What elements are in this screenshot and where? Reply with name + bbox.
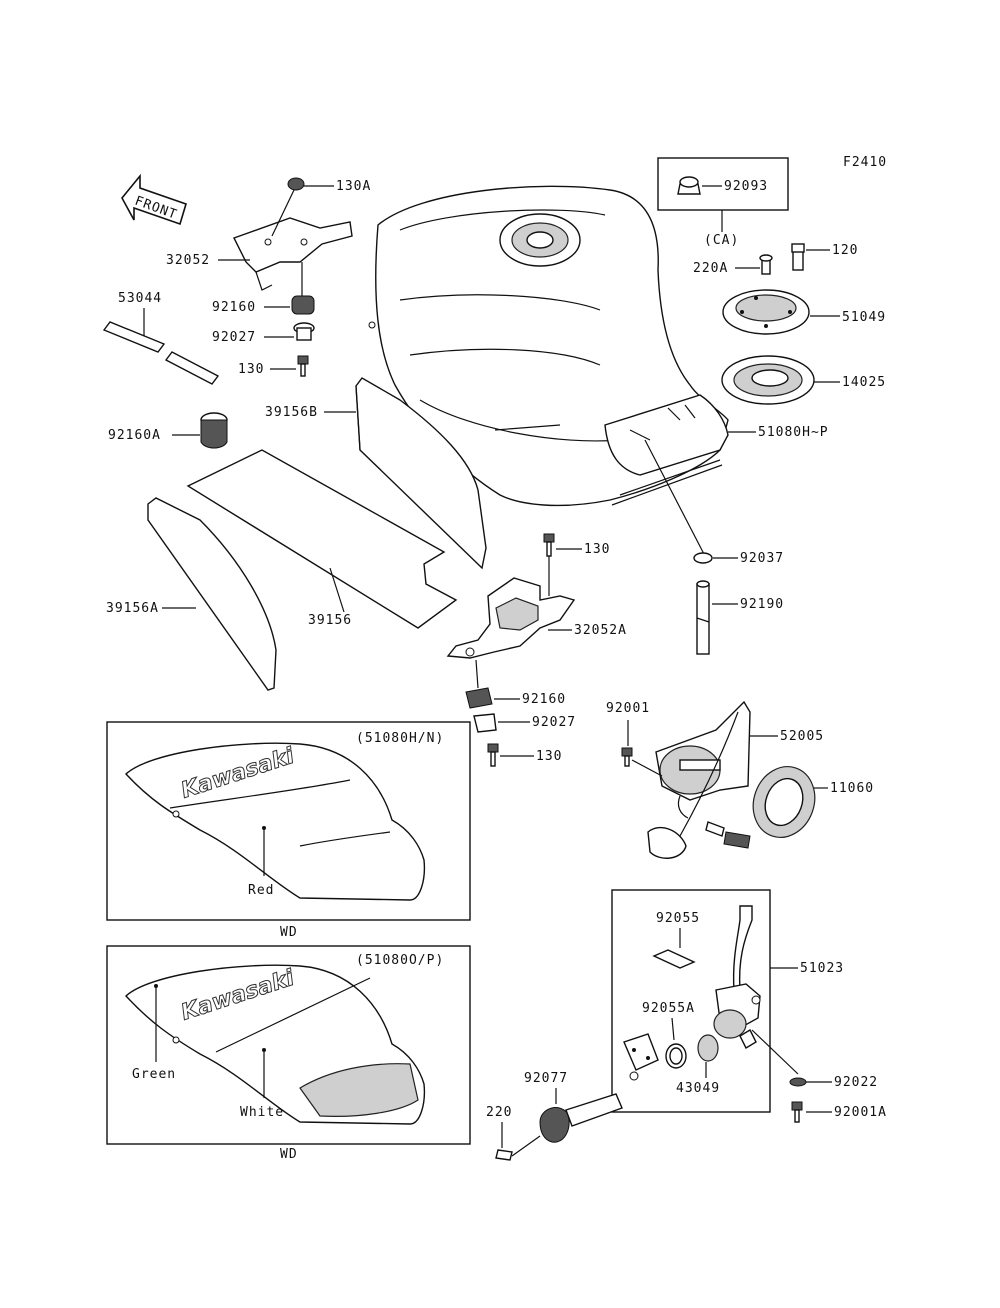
label-92027: 92027 bbox=[212, 330, 256, 345]
label-130-center: 130 bbox=[584, 542, 610, 557]
cap-92093 bbox=[677, 176, 701, 195]
bolt-130a bbox=[287, 177, 305, 191]
filter-43049 bbox=[697, 1034, 719, 1062]
label-51049: 51049 bbox=[842, 310, 886, 325]
label-130: 130 bbox=[238, 362, 264, 377]
label-39156a: 39156A bbox=[106, 601, 159, 616]
inset1-footer: WD bbox=[280, 925, 298, 940]
bracket-32052a bbox=[446, 577, 576, 659]
label-220a: 220A bbox=[693, 261, 728, 276]
hose-92190 bbox=[696, 580, 710, 655]
fuel-tank bbox=[368, 185, 729, 507]
figure-code: F2410 bbox=[843, 155, 887, 170]
ca-note: (CA) bbox=[704, 233, 739, 248]
damper-92160a bbox=[200, 412, 228, 449]
grommet-92160 bbox=[291, 295, 315, 315]
label-39156: 39156 bbox=[308, 613, 352, 628]
collar-92027-center bbox=[473, 713, 497, 733]
label-52005: 52005 bbox=[780, 729, 824, 744]
label-92001: 92001 bbox=[606, 701, 650, 716]
label-51080hp: 51080H~P bbox=[758, 425, 829, 440]
front-arrow-icon: FRONT bbox=[121, 173, 187, 226]
oring-92055a bbox=[665, 1043, 687, 1069]
gasket-92055 bbox=[652, 949, 696, 969]
label-92037: 92037 bbox=[740, 551, 784, 566]
label-120: 120 bbox=[832, 243, 858, 258]
pad-39156a bbox=[147, 497, 277, 691]
collar-92027 bbox=[293, 322, 315, 341]
inset2-title: (51080O/P) bbox=[356, 953, 444, 968]
tank-cover-red: Kawasaki bbox=[125, 742, 426, 901]
label-92055: 92055 bbox=[656, 911, 700, 926]
label-51023: 51023 bbox=[800, 961, 844, 976]
washer-92022 bbox=[789, 1077, 807, 1087]
label-92190: 92190 bbox=[740, 597, 784, 612]
pad-39156b bbox=[355, 377, 487, 570]
lever-92077 bbox=[539, 1071, 639, 1143]
strip-53044 bbox=[102, 321, 220, 385]
fuel-cap-51049 bbox=[722, 289, 810, 335]
label-130-lower: 130 bbox=[536, 749, 562, 764]
label-32052a: 32052A bbox=[574, 623, 627, 638]
inset2-footer: WD bbox=[280, 1147, 298, 1162]
ca-box bbox=[657, 157, 789, 211]
bolt-130-lower bbox=[487, 743, 499, 767]
label-53044: 53044 bbox=[118, 291, 162, 306]
label-92160-center: 92160 bbox=[522, 692, 566, 707]
tank-cover-green-white: Kawasaki bbox=[125, 964, 426, 1125]
inset1-title: (51080H/N) bbox=[356, 731, 444, 746]
sender-52005 bbox=[647, 700, 751, 859]
cover-plate bbox=[623, 1033, 659, 1071]
bolt-130-center bbox=[543, 533, 555, 557]
gasket-11060 bbox=[752, 766, 816, 838]
inset2-color-green: Green bbox=[132, 1067, 176, 1082]
label-14025: 14025 bbox=[842, 375, 886, 390]
label-92077: 92077 bbox=[524, 1071, 568, 1086]
label-92160a: 92160A bbox=[108, 428, 161, 443]
fuel-cock-51023 bbox=[713, 905, 761, 1049]
screw-220a bbox=[759, 254, 773, 275]
label-39156b: 39156B bbox=[265, 405, 318, 420]
label-32052: 32052 bbox=[166, 253, 210, 268]
screw-220 bbox=[495, 1135, 541, 1161]
ring-14025 bbox=[721, 355, 815, 405]
label-92093: 92093 bbox=[724, 179, 768, 194]
grommet-92160-center bbox=[465, 687, 493, 709]
fuel-cock-box bbox=[611, 889, 771, 1113]
inset-51080hn bbox=[106, 721, 471, 921]
label-92160: 92160 bbox=[212, 300, 256, 315]
inset2-color-white: White bbox=[240, 1105, 284, 1120]
pad-39156 bbox=[186, 449, 458, 629]
label-92055a: 92055A bbox=[642, 1001, 695, 1016]
clip-92037 bbox=[693, 552, 713, 564]
label-220: 220 bbox=[486, 1105, 512, 1120]
label-130a: 130A bbox=[336, 179, 371, 194]
inset-51080op bbox=[106, 945, 471, 1145]
inset1-color-red: Red bbox=[248, 883, 274, 898]
label-92001a: 92001A bbox=[834, 1105, 887, 1120]
label-43049: 43049 bbox=[676, 1081, 720, 1096]
label-11060: 11060 bbox=[830, 781, 874, 796]
screw-92001a bbox=[791, 1101, 803, 1123]
bolt-120 bbox=[791, 243, 805, 271]
label-92022: 92022 bbox=[834, 1075, 878, 1090]
label-92027-center: 92027 bbox=[532, 715, 576, 730]
bracket-32052 bbox=[233, 217, 353, 291]
bolt-130 bbox=[297, 355, 309, 377]
screw-92001 bbox=[621, 747, 633, 767]
